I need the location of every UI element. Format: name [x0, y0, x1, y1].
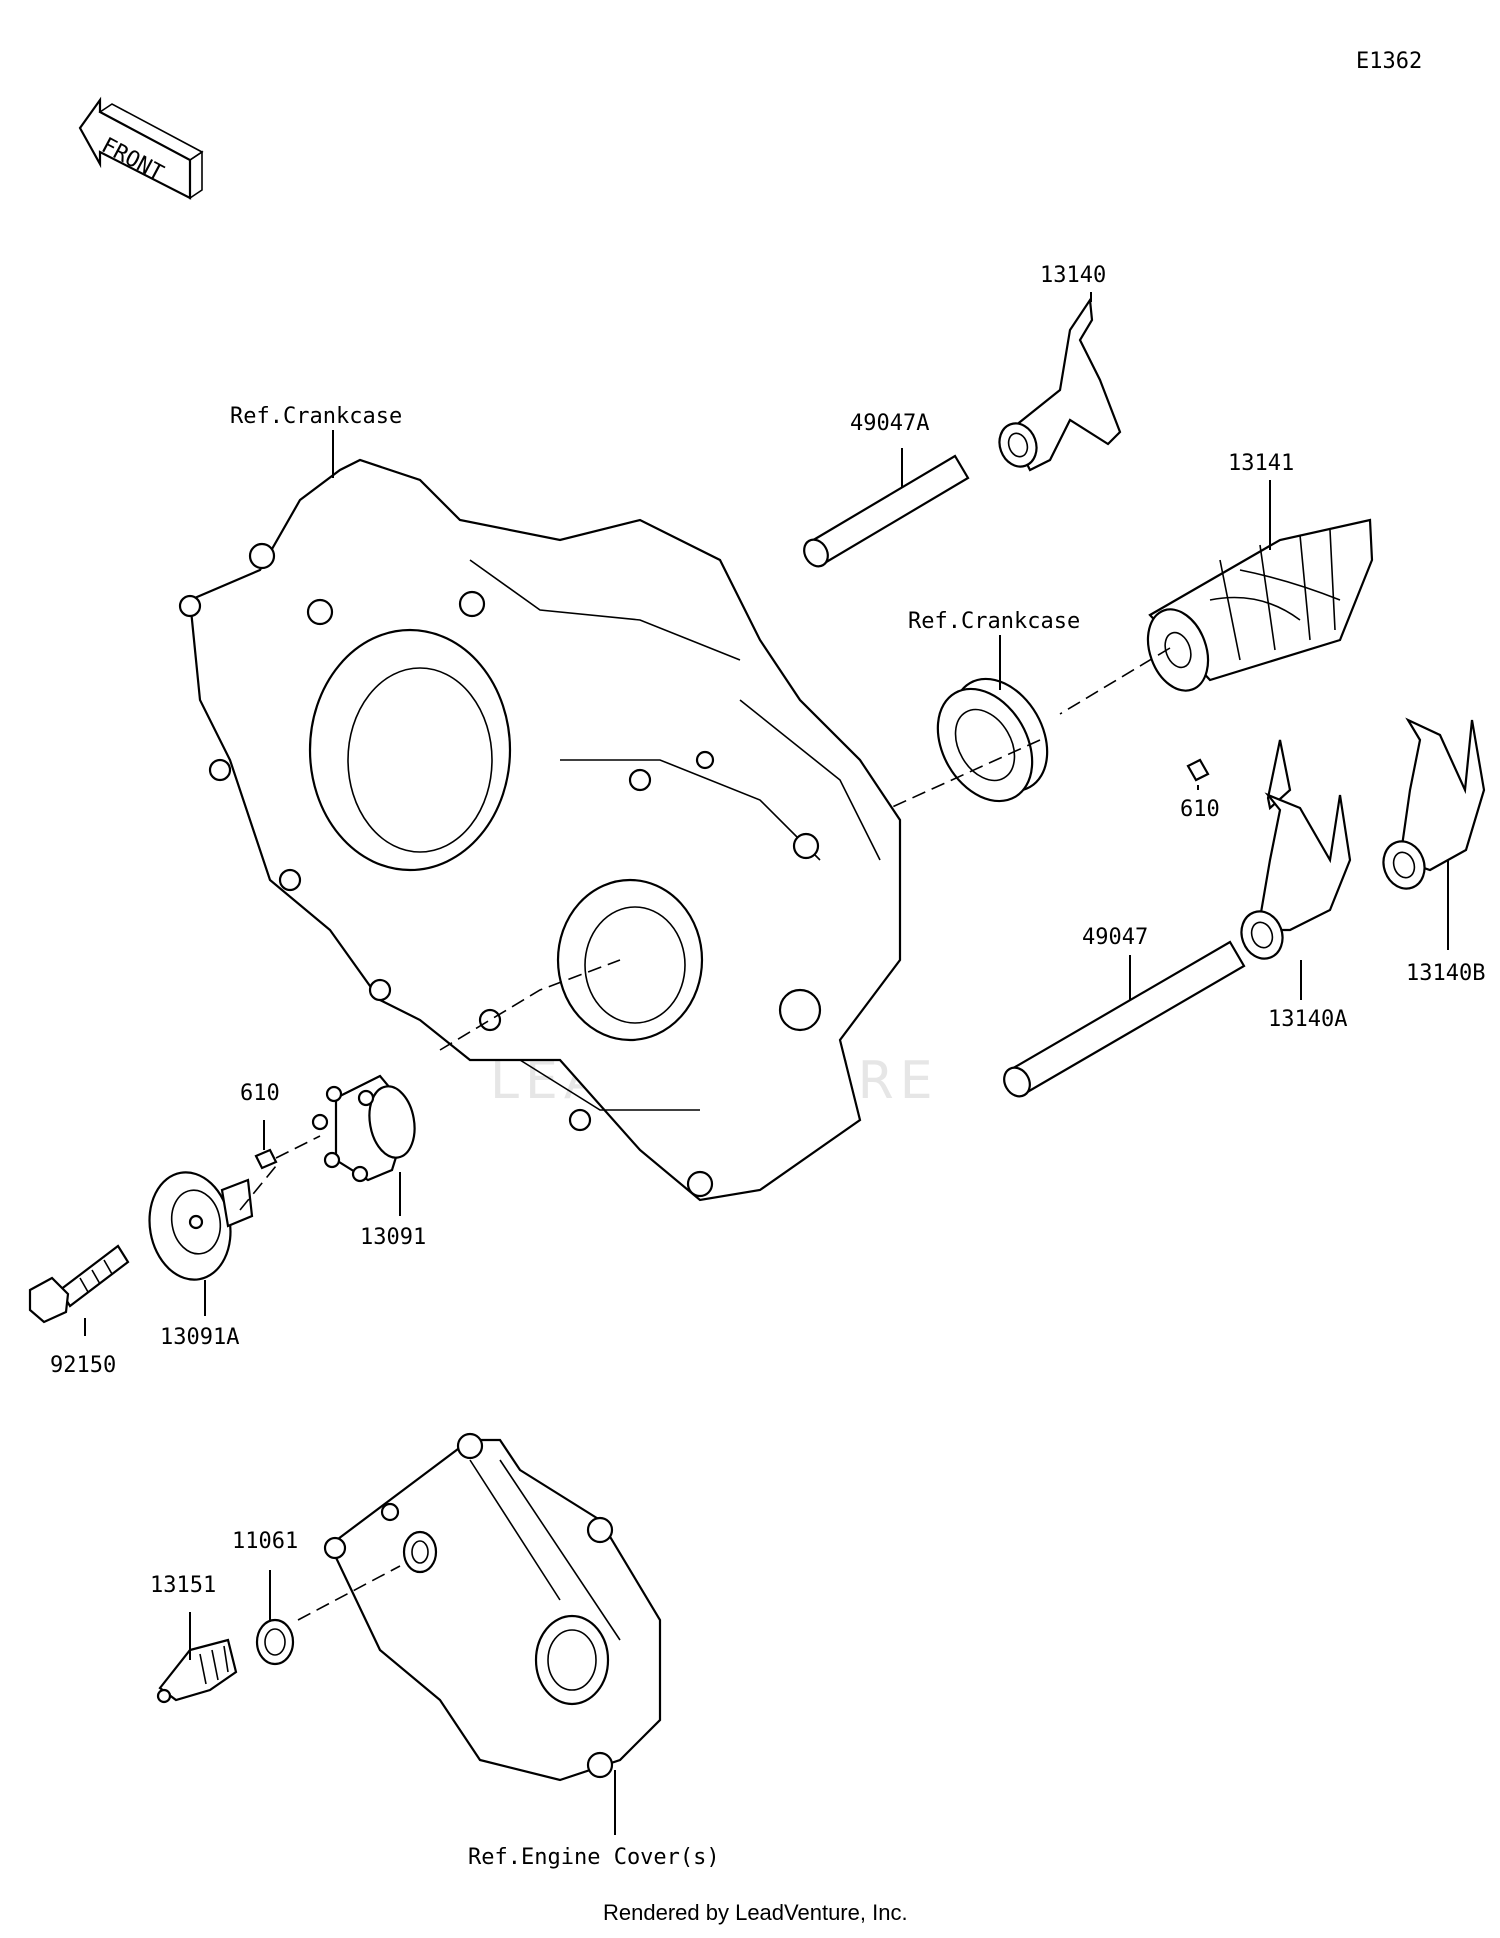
label-ref-engine-cover: Ref.Engine Cover(s) [468, 1845, 720, 1870]
engine-cover-illustration [323, 1432, 662, 1782]
neutral-switch-13151-illustration [156, 1638, 238, 1704]
label-13091a: 13091A [160, 1325, 239, 1350]
label-13151: 13151 [150, 1573, 216, 1598]
front-arrow-icon: FRONT [78, 96, 204, 200]
shaft-49047-illustration [1003, 940, 1246, 1098]
label-13141: 13141 [1228, 451, 1294, 476]
drum-cam-plate-13091a-illustration [148, 1171, 254, 1281]
label-13140a: 13140A [1268, 1007, 1347, 1032]
label-13140b: 13140B [1406, 961, 1485, 986]
label-610-left: 610 [240, 1081, 280, 1106]
o-ring-11061-illustration [255, 1618, 295, 1666]
label-11061: 11061 [232, 1529, 298, 1554]
shift-fork-13140-illustration [998, 296, 1122, 472]
bolt-92150-illustration [28, 1244, 130, 1324]
pin-610-right-illustration [1186, 758, 1210, 782]
shaft-49047a-illustration [803, 454, 970, 568]
footer-credit: Rendered by LeadVenture, Inc. [603, 1900, 908, 1925]
shift-fork-13140a-illustration [1240, 739, 1352, 960]
drum-cam-13091-illustration [311, 1074, 416, 1183]
label-13140: 13140 [1040, 263, 1106, 288]
shift-drum-13141-illustration [1146, 518, 1374, 692]
label-49047: 49047 [1082, 925, 1148, 950]
label-92150: 92150 [50, 1353, 116, 1378]
diagram-code: E1362 [1356, 49, 1422, 74]
crankcase-illustration [178, 458, 902, 1202]
pin-610-left-illustration [254, 1148, 278, 1170]
label-ref-crankcase-right: Ref.Crankcase [908, 609, 1080, 634]
bearing-illustration [936, 677, 1049, 803]
label-610-right: 610 [1180, 797, 1220, 822]
label-49047a: 49047A [850, 411, 929, 436]
label-ref-crankcase-left: Ref.Crankcase [230, 404, 402, 429]
shift-fork-13140b-illustration [1382, 717, 1486, 890]
leader-lines [84, 292, 1449, 1835]
label-13091: 13091 [360, 1225, 426, 1250]
